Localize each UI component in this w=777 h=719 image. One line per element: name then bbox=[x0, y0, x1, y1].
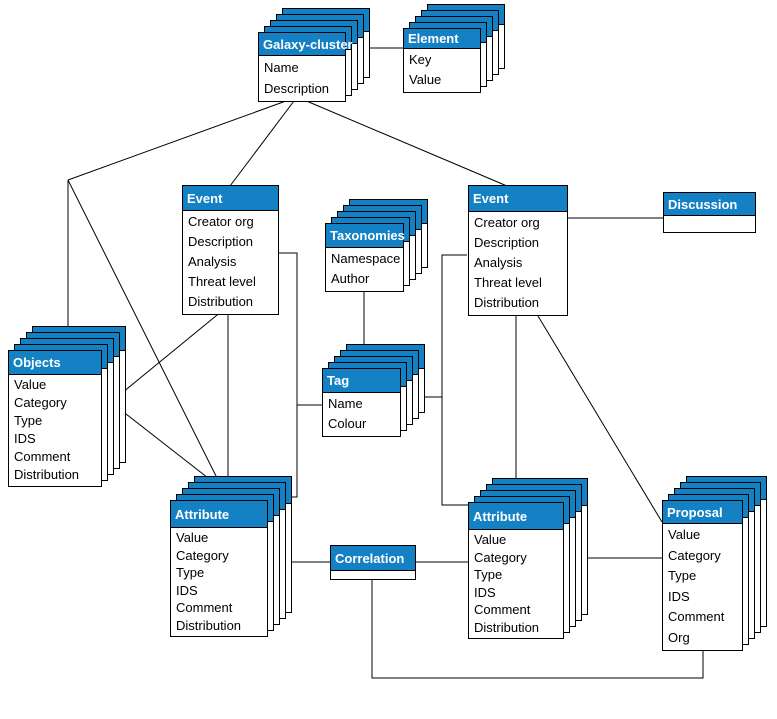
entity-title: Proposal bbox=[663, 501, 742, 524]
entity-card: Objects Value Category Type IDS Comment … bbox=[8, 350, 102, 487]
entity-card: Proposal Value Category Type IDS Comment… bbox=[662, 500, 743, 651]
entity-field: Value bbox=[176, 530, 209, 545]
entity-fields: Creator org Description Analysis Threat … bbox=[469, 212, 567, 315]
entity-fields: Value Category Type IDS Comment Distribu… bbox=[9, 375, 101, 486]
entity-field: Comment bbox=[474, 602, 531, 617]
entity-field: Threat level bbox=[188, 274, 256, 289]
entity-card: Galaxy-cluster Name Description bbox=[258, 32, 353, 102]
entity-field: Creator org bbox=[188, 214, 254, 229]
entity-field: Category bbox=[668, 547, 721, 563]
entity-field: Comment bbox=[176, 600, 233, 615]
entity-title: Event bbox=[469, 186, 567, 212]
entity-fields: Key Value bbox=[404, 49, 480, 92]
entity-galaxy-cluster: Galaxy-cluster Name Description bbox=[258, 8, 370, 102]
entity-event-left: Event Creator org Description Analysis T… bbox=[182, 185, 279, 315]
entity-fields: Creator org Description Analysis Threat … bbox=[183, 211, 278, 314]
entity-field: IDS bbox=[176, 582, 198, 598]
entity-title: Galaxy-cluster bbox=[259, 33, 353, 56]
entity-field: Description bbox=[474, 235, 540, 250]
entity-card: Taxonomies Namespace Author bbox=[325, 223, 405, 292]
entity-title: Event bbox=[183, 186, 278, 211]
entity-event-right: Event Creator org Description Analysis T… bbox=[468, 185, 568, 316]
entity-field: Category bbox=[176, 547, 229, 563]
entity-field: Description bbox=[264, 81, 330, 96]
entity-title: Attribute bbox=[469, 503, 563, 530]
entity-title: Attribute bbox=[171, 501, 267, 528]
entity-field: IDS bbox=[474, 584, 496, 600]
entity-field: Colour bbox=[328, 416, 367, 431]
entity-field: Org bbox=[668, 629, 690, 645]
entity-objects: Objects Value Category Type IDS Comment … bbox=[8, 326, 126, 487]
entity-field: Name bbox=[264, 60, 299, 75]
entity-card: Attribute Value Category Type IDS Commen… bbox=[468, 502, 564, 639]
entity-field: Distribution bbox=[176, 617, 242, 633]
entity-card: Event Creator org Description Analysis T… bbox=[468, 185, 568, 316]
entity-field: Value bbox=[14, 377, 47, 392]
entity-field: Distribution bbox=[474, 295, 540, 310]
entity-field: Comment bbox=[14, 449, 71, 464]
entity-field: Analysis bbox=[474, 255, 523, 270]
entity-fields: Value Category Type IDS Comment Distribu… bbox=[171, 528, 267, 636]
entity-card: Attribute Value Category Type IDS Commen… bbox=[170, 500, 268, 637]
entity-field: Category bbox=[474, 549, 527, 565]
entity-field: Distribution bbox=[474, 619, 540, 635]
entity-field: Threat level bbox=[474, 275, 542, 290]
entity-card: Discussion bbox=[663, 192, 756, 233]
entity-field: Type bbox=[176, 565, 205, 580]
entity-card: Event Creator org Description Analysis T… bbox=[182, 185, 279, 315]
entity-title: Correlation bbox=[331, 546, 415, 571]
entity-element: Element Key Value bbox=[403, 4, 505, 93]
entity-field: Description bbox=[188, 234, 254, 249]
entity-title: Taxonomies bbox=[326, 224, 405, 248]
entity-attribute-left: Attribute Value Category Type IDS Commen… bbox=[170, 476, 292, 637]
entity-correlation: Correlation bbox=[330, 545, 416, 580]
entity-discussion: Discussion bbox=[663, 192, 756, 233]
entity-field: Value bbox=[668, 527, 701, 542]
entity-field: Comment bbox=[668, 609, 725, 624]
entity-fields: Value Category Type IDS Comment Distribu… bbox=[469, 530, 563, 638]
entity-title: Objects bbox=[9, 351, 101, 375]
entity-fields: Value Category Type IDS Comment Org bbox=[663, 524, 742, 650]
entity-field: Creator org bbox=[474, 215, 540, 230]
entity-field: Distribution bbox=[188, 294, 254, 309]
entity-card: Correlation bbox=[330, 545, 416, 580]
entity-field: Name bbox=[328, 396, 363, 411]
entity-tag: Tag Name Colour bbox=[322, 344, 425, 437]
entity-attribute-right: Attribute Value Category Type IDS Commen… bbox=[468, 478, 588, 639]
entity-fields: Name Description bbox=[259, 56, 345, 101]
entity-field: Type bbox=[668, 568, 697, 583]
entity-card: Tag Name Colour bbox=[322, 368, 401, 437]
entity-field: Type bbox=[474, 567, 503, 582]
entity-field: Distribution bbox=[14, 467, 80, 482]
entity-title: Element bbox=[404, 29, 480, 49]
entity-fields: Name Colour bbox=[323, 393, 400, 436]
entity-fields bbox=[331, 571, 415, 579]
entity-field: Value bbox=[409, 72, 442, 87]
entity-field: Author bbox=[331, 271, 370, 286]
entity-field: IDS bbox=[14, 431, 36, 446]
entity-field: Analysis bbox=[188, 254, 237, 269]
entity-field: Category bbox=[14, 395, 67, 410]
entity-field: IDS bbox=[668, 588, 690, 604]
entity-field: Key bbox=[409, 52, 432, 67]
entity-field: Value bbox=[474, 532, 507, 547]
entity-title: Discussion bbox=[664, 193, 755, 216]
entity-title: Tag bbox=[323, 369, 400, 393]
entity-field: Type bbox=[14, 413, 43, 428]
entity-card: Element Key Value bbox=[403, 28, 481, 93]
entity-proposal: Proposal Value Category Type IDS Comment… bbox=[662, 476, 767, 651]
entity-fields: Namespace Author bbox=[326, 248, 403, 291]
entity-field: Namespace bbox=[331, 251, 401, 266]
entity-taxonomies: Taxonomies Namespace Author bbox=[325, 199, 428, 292]
entity-fields bbox=[664, 216, 755, 232]
